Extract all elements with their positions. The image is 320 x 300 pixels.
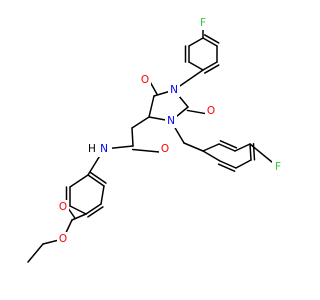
bond-line [219,160,237,169]
bond-line [202,37,218,47]
double-bond-line [89,171,107,184]
svg-text:O: O [59,233,67,245]
bond-line [202,61,218,71]
double-bond-line [203,34,220,44]
atom-oxygen-ring-right: O [205,104,217,118]
bond-line [85,203,102,215]
bond-line [235,159,252,169]
svg-text:N: N [100,143,108,155]
svg-text:H: H [88,143,96,155]
molecule-structure: F F N N O O O H N [27,16,284,263]
bond-line [100,185,105,205]
svg-text:N: N [170,84,178,96]
bond-line [27,243,44,263]
svg-text:O: O [207,105,215,117]
bond-lines [27,22,279,263]
double-bond-line [217,163,236,172]
double-bond-line [252,143,256,161]
bond-line [148,95,155,118]
double-bond-line [203,64,220,74]
svg-text:F: F [200,17,206,29]
svg-text:O: O [161,143,169,155]
double-bond-line [87,206,104,218]
bond-line [87,174,105,187]
svg-text:F: F [275,161,281,173]
svg-text:O: O [59,201,67,213]
bond-line [183,142,204,152]
bond-line [188,37,204,47]
svg-text:O: O [141,74,149,86]
atom-fluorine-top: F [197,16,209,30]
bond-line [188,61,204,71]
bond-line [71,213,87,221]
bond-line [131,127,134,147]
atom-labels: F F N N O O O H N [57,16,284,246]
bond-line [69,205,87,215]
atom-oxygen-amide: O [159,142,171,156]
atom-nitrogen-imide: N [168,83,180,97]
atom-amide-nh: H N [86,141,112,157]
bond-line [234,143,251,152]
atom-oxygen-ester-carbonyl: O [57,200,69,214]
atom-oxygen-ring-upper: O [139,73,151,87]
bond-line [218,143,236,152]
bond-line [202,143,220,152]
bond-line [249,143,252,161]
double-bond-line [219,140,238,149]
bond-line [69,174,89,188]
bond-line [131,116,150,129]
svg-text:N: N [167,115,175,127]
atom-fluorine-right: F [272,160,284,174]
atom-oxygen-ester: O [57,232,69,246]
atom-nitrogen-benzyl: N [165,114,177,128]
bond-line [202,150,221,162]
